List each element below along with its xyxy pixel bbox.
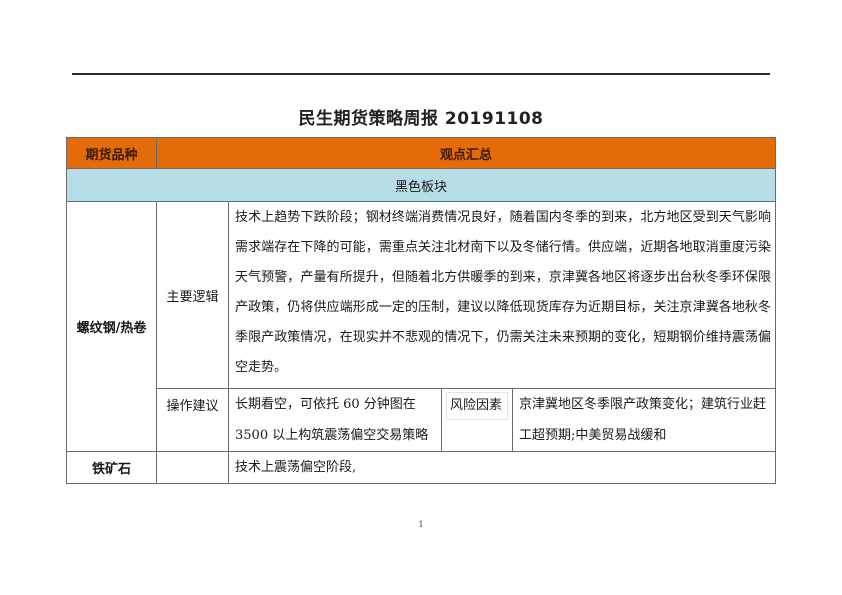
strategy-table: 期货品种 观点汇总 黑色板块 螺纹钢/热卷 主要逻辑 技术上趋势下跌阶段；钢材终… [65, 137, 777, 484]
header-summary: 观点汇总 [155, 137, 777, 169]
page-number: 1 [418, 520, 424, 529]
variety-iron-ore: 铁矿石 [66, 451, 157, 484]
table-row: 操作建议 长期看空，可依托 60 分钟图在 3500 以上构筑震荡偏空交易策略 … [67, 388, 777, 452]
table-row: 螺纹钢/热卷 主要逻辑 技术上趋势下跌阶段；钢材终端消费情况良好，随着国内冬季的… [66, 201, 777, 452]
table-row: 铁矿石 技术上震荡偏空阶段, [66, 451, 777, 484]
iron-ore-logic-text: 技术上震荡偏空阶段, [227, 451, 777, 484]
iron-ore-logic-label [156, 451, 229, 484]
header-rule [72, 73, 770, 75]
risk-factor-text: 京津冀地区冬季限产政策变化；建筑行业赶工超预期;中美贸易战缓和 [511, 388, 777, 452]
main-logic-text: 技术上趋势下跌阶段；钢材终端消费情况良好，随着国内冬季的到来，北方地区受到天气影… [227, 201, 777, 389]
sector-label: 黑色板块 [65, 168, 777, 202]
document-title: 民生期货策略周报 20191108 [298, 109, 544, 129]
risk-factor-label: 风险因素 [446, 392, 508, 420]
variety-rebar-hrc: 螺纹钢/热卷 [66, 201, 157, 452]
operation-label: 操作建议 [156, 388, 229, 452]
risk-factor-label-cell: 风险因素 [441, 388, 513, 452]
header-variety: 期货品种 [66, 137, 157, 169]
sector-row: 黑色板块 [65, 168, 777, 202]
main-logic-label: 主要逻辑 [156, 201, 229, 389]
operation-text: 长期看空，可依托 60 分钟图在 3500 以上构筑震荡偏空交易策略 [228, 388, 442, 452]
table-header-row: 期货品种 观点汇总 [66, 137, 777, 169]
